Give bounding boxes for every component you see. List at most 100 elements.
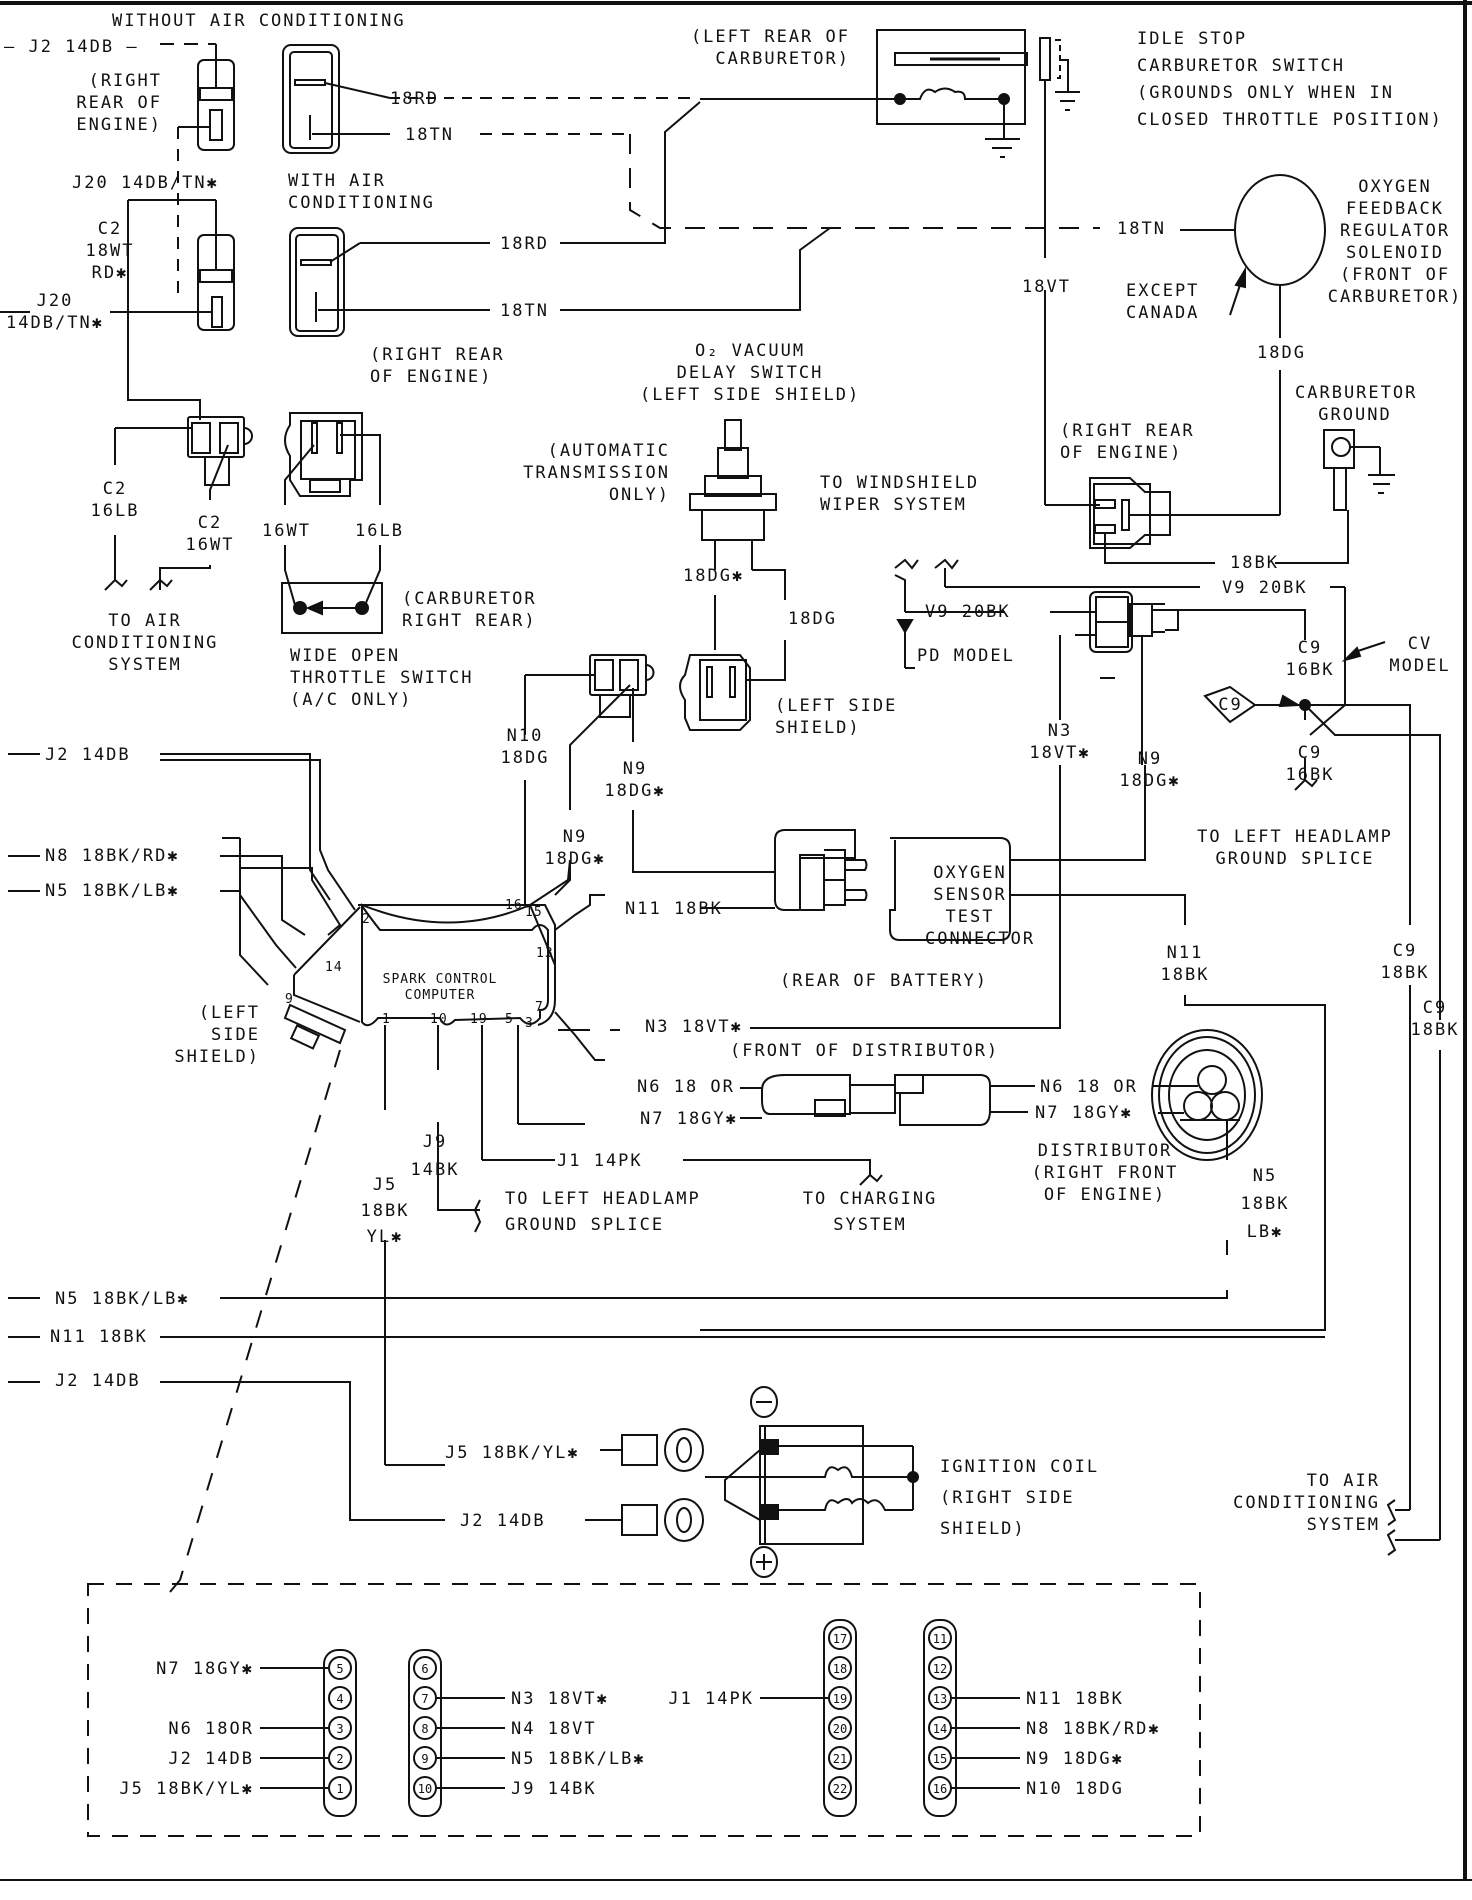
label-carb-right-rear: (CARBURETOR RIGHT REAR) — [402, 589, 537, 631]
label-right-rear-engine-1: (RIGHT REAR OF ENGINE) — [76, 71, 162, 135]
wire-18tn-1: 18TN — [405, 125, 454, 145]
computer-pin-19: 19 — [470, 1012, 488, 1027]
label-cv-model: CV MODEL — [1389, 634, 1451, 676]
label-pd-model: PD MODEL — [917, 646, 1015, 666]
wot-connector — [281, 412, 383, 634]
wire-18vt: 18VT — [1022, 277, 1071, 297]
pin-label: J1 14PK — [668, 1689, 754, 1709]
wire-n5-bottom: N5 18BK/LB✱ — [55, 1289, 190, 1309]
label-except-canada: EXCEPT CANADA — [1126, 281, 1200, 323]
wire-j5-18bk: J5 18BK YL✱ — [360, 1175, 410, 1247]
wire-18tn-3: 18TN — [1117, 219, 1166, 239]
wire-j20-b: J20 14DB/TN✱ — [6, 291, 104, 333]
pin-number-16: 16 — [933, 1782, 947, 1796]
pin-label: N5 18BK/LB✱ — [511, 1749, 646, 1769]
wire-n8-left: N8 18BK/RD✱ — [45, 846, 180, 866]
label-with-ac: WITH AIR CONDITIONING — [288, 171, 435, 213]
label-to-left-headlamp-1: TO LEFT HEADLAMP GROUND SPLICE — [1197, 827, 1393, 869]
pin-number-6: 6 — [421, 1662, 428, 1676]
connector-block-d — [923, 1619, 957, 1817]
label-wot-switch: WIDE OPEN THROTTLE SWITCH (A/C ONLY) — [290, 646, 474, 710]
wire-j1-14pk: J1 14PK — [557, 1151, 643, 1171]
computer-pin-2: 2 — [362, 912, 371, 927]
pin-18 — [828, 1656, 852, 1680]
label-to-left-headlamp-2: TO LEFT HEADLAMP GROUND SPLICE — [505, 1189, 701, 1235]
n3-wire — [750, 765, 1061, 1029]
connector-c2 — [104, 416, 253, 591]
wire-n11-18bk-h: N11 18BK — [625, 899, 723, 919]
connector-block-a — [323, 1649, 357, 1817]
wire-18tn-2: 18TN — [500, 301, 549, 321]
n8-wire — [220, 855, 306, 936]
pin-label: N4 18VT — [511, 1719, 597, 1739]
pin-label: N9 18DG✱ — [1026, 1749, 1124, 1769]
connector-j2-right-rear — [160, 43, 235, 300]
wire-c2-16lb: C2 16LB — [90, 479, 140, 521]
wire-j2-bottom: J2 14DB — [55, 1371, 141, 1391]
label-carb-ground: CARBURETOR GROUND — [1295, 383, 1418, 425]
connector-with-ac — [289, 101, 831, 337]
label-right-rear-engine-2: (RIGHT REAR OF ENGINE) — [370, 345, 505, 387]
label-left-rear-carb: (LEFT REAR OF CARBURETOR) — [690, 27, 850, 69]
wire-18dg-top: 18DG — [1257, 343, 1306, 363]
connector-detail-box — [87, 1583, 1201, 1837]
computer-pin-9: 9 — [285, 992, 294, 1007]
label-without-ac: WITHOUT AIR CONDITIONING — [112, 11, 406, 31]
pin-number-2: 2 — [336, 1752, 343, 1766]
label-o2-vacuum: O₂ VACUUM DELAY SWITCH (LEFT SIDE SHIELD… — [640, 341, 861, 405]
c9-diamond-label: C9 — [1218, 695, 1243, 715]
wire-n9-18dg-b: N9 18DG✱ — [544, 827, 606, 869]
wire-c2-16wt: C2 16WT — [185, 513, 235, 555]
pin-number-5: 5 — [336, 1662, 343, 1676]
computer-pin-16: 16 — [505, 898, 523, 913]
distributor-cap — [220, 1029, 1263, 1299]
label-idle-stop: IDLE STOP CARBURETOR SWITCH (GROUNDS ONL… — [1137, 29, 1443, 130]
wire-c9-18bk-a: C9 18BK — [1380, 941, 1430, 983]
pin-label: N6 18OR — [168, 1719, 254, 1739]
wire-j9-14bk: J9 14BK — [410, 1132, 460, 1180]
computer-pin-5: 5 — [505, 1012, 514, 1027]
wire-n7-a: N7 18GY✱ — [640, 1109, 738, 1129]
wire-18bk: 18BK — [1230, 553, 1279, 573]
pin-number-1: 1 — [336, 1782, 343, 1796]
wire-v9-a: V9 20BK — [1222, 578, 1308, 598]
label-o2-test-connector: OXYGEN SENSOR TEST CONNECTOR — [925, 863, 1036, 949]
label-to-ac-2: TO AIR CONDITIONING SYSTEM — [1233, 1471, 1380, 1535]
wire-j2-coil: J2 14DB — [460, 1511, 546, 1531]
distributor-connector — [740, 1074, 1035, 1126]
label-spark-computer: SPARK CONTROL COMPUTER — [382, 972, 498, 1003]
pin-number-22: 22 — [833, 1782, 847, 1796]
connector-without-ac — [282, 44, 1100, 229]
pin-20 — [828, 1716, 852, 1740]
pin-22 — [828, 1776, 852, 1800]
pin-number-3: 3 — [336, 1722, 343, 1736]
connector-j20-right-rear — [0, 199, 235, 420]
pin-label: J2 14DB — [168, 1749, 254, 1769]
oxygen-sensor-test-connector — [700, 765, 1326, 1331]
label-to-charging: TO CHARGING SYSTEM — [802, 1189, 938, 1235]
carburetor-ground — [1323, 429, 1395, 511]
pin-label: N3 18VT✱ — [511, 1689, 609, 1709]
label-rear-battery: (REAR OF BATTERY) — [780, 971, 988, 991]
pin-number-7: 7 — [421, 1692, 428, 1706]
wire-j2-left: J2 14DB — [45, 745, 131, 765]
label-to-windshield: TO WINDSHIELD WIPER SYSTEM — [820, 473, 980, 515]
o2-vacuum-delay-switch — [679, 419, 786, 731]
pin-17 — [828, 1626, 852, 1650]
pin-4 — [328, 1686, 352, 1710]
c9-to-ac — [1395, 1509, 1440, 1541]
connector-block-b — [408, 1649, 442, 1817]
label-auto-trans: (AUTOMATIC TRANSMISSION ONLY) — [523, 441, 670, 505]
wire-18dg-star: 18DG✱ — [683, 566, 745, 586]
pin-label: N8 18BK/RD✱ — [1026, 1719, 1161, 1739]
pin-number-4: 4 — [336, 1692, 343, 1706]
wire-j2-top: — J2 14DB — — [4, 37, 139, 57]
wire-18rd-2: 18RD — [500, 234, 549, 254]
pin-number-11: 11 — [933, 1632, 947, 1646]
connector-block-c — [823, 1619, 857, 1817]
label-left-side-shield-1: (LEFT SIDE SHIELD) — [775, 696, 898, 738]
pin-number-17: 17 — [833, 1632, 847, 1646]
wire-n7-b: N7 18GY✱ — [1035, 1103, 1133, 1123]
